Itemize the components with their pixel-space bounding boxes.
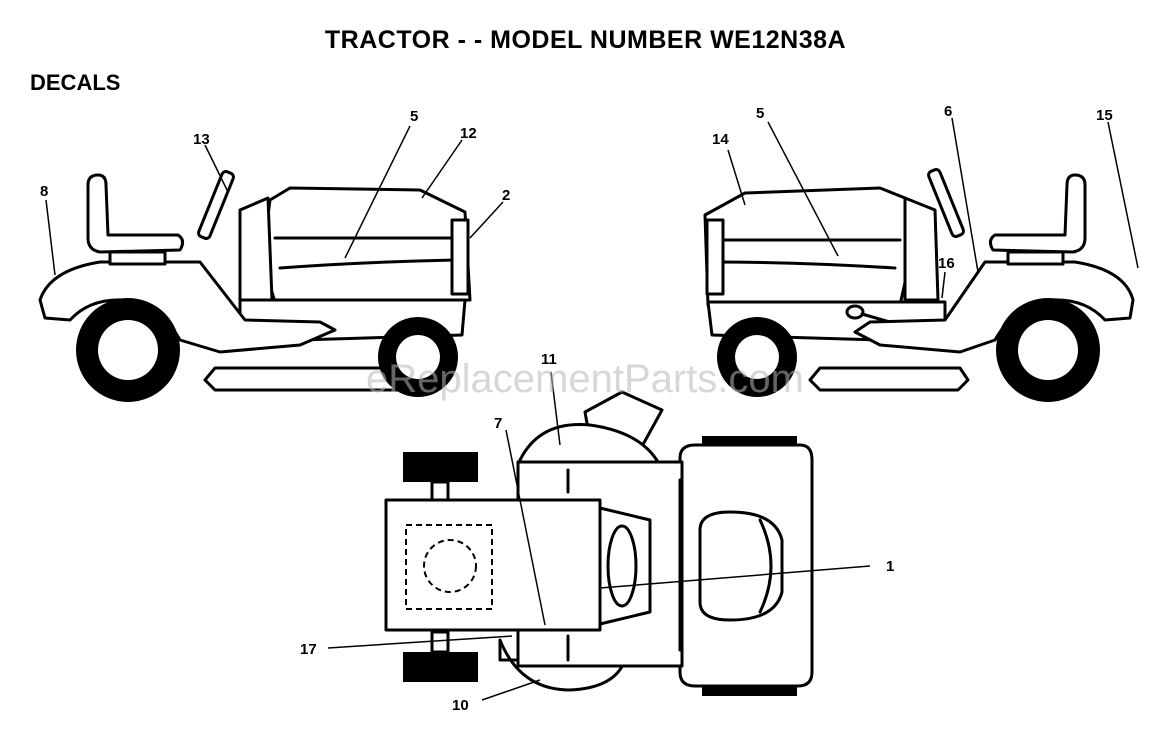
left-dash	[238, 196, 274, 302]
callout-8: 8	[40, 183, 48, 200]
callout-14: 14	[712, 131, 729, 148]
left-seat	[86, 173, 185, 254]
top-front-wheel-lower	[403, 652, 478, 682]
right-steering-wheel	[927, 168, 965, 238]
top-deck-upper	[518, 422, 660, 464]
right-seat-base	[1006, 250, 1065, 266]
callout-6: 6	[944, 103, 952, 120]
callout-11: 11	[541, 351, 557, 368]
top-front-wheel-upper	[403, 452, 478, 482]
left-side-tractor	[38, 125, 504, 402]
right-headlight	[705, 218, 725, 296]
right-side-tractor	[703, 117, 1139, 402]
right-lever-knob	[845, 304, 865, 320]
callout-12: 12	[460, 125, 477, 142]
callout-10: 10	[452, 697, 469, 714]
top-seat	[698, 510, 784, 622]
callout-5-left: 5	[410, 108, 418, 125]
left-hood	[260, 186, 472, 304]
callout-17: 17	[300, 641, 317, 658]
left-headlight	[450, 218, 470, 296]
section-label: DECALS	[30, 70, 121, 95]
left-seat-base	[108, 250, 167, 266]
right-seat	[988, 173, 1087, 254]
left-steering-wheel	[197, 170, 235, 240]
watermark: eReplacementParts.com	[366, 357, 804, 401]
callout-1: 1	[886, 558, 894, 575]
right-dash	[903, 196, 940, 302]
top-steering-wheel	[606, 524, 638, 608]
callout-5-right: 5	[756, 105, 764, 122]
top-view-tractor	[327, 371, 871, 701]
top-rear-wheel-upper	[702, 436, 797, 446]
callout-13: 13	[193, 131, 210, 148]
right-mower-deck	[808, 366, 970, 392]
diagram-title: TRACTOR - - MODEL NUMBER WE12N38A	[324, 26, 847, 54]
callout-7: 7	[494, 415, 502, 432]
callout-16: 16	[938, 255, 955, 272]
top-rear-wheel-lower	[702, 686, 797, 696]
callout-15: 15	[1096, 107, 1113, 124]
callout-2: 2	[502, 187, 510, 204]
right-hood	[703, 186, 912, 307]
